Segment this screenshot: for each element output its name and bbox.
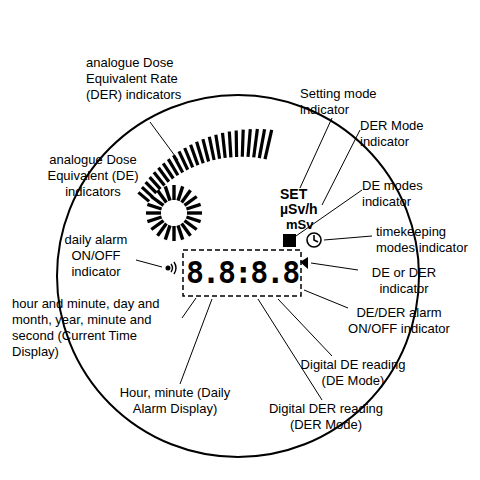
de-segment [147, 217, 161, 222]
der-segment [223, 133, 226, 158]
callout-label: Digital DE reading (DE Mode) [292, 357, 414, 389]
callout-label: hour and minute, day and month, year, mi… [12, 296, 184, 360]
unit-label: µSv/h [280, 202, 340, 217]
alarm-bell-icon [300, 257, 308, 269]
de-segment [185, 197, 197, 206]
der-segment [235, 130, 239, 157]
de-segment [186, 217, 200, 222]
daily-alarm-icon [166, 262, 176, 274]
der-segment [216, 135, 220, 159]
set-indicator: SET [280, 187, 330, 202]
callout-label: DE or DER indicator [354, 265, 454, 297]
callout-label: DE/DER alarm ON/OFF indicator [336, 305, 462, 337]
callout-label: Setting mode indicator [300, 86, 392, 118]
de-segment [147, 204, 161, 209]
de-segment [187, 211, 202, 214]
der-segment [241, 130, 245, 157]
de-segment [151, 221, 163, 230]
callout-label: DE modes indicator [362, 178, 442, 210]
der-segment [229, 132, 231, 158]
der-segment [203, 139, 209, 161]
de-segment [178, 225, 183, 239]
digit-readout: 8.8:8.8 [186, 253, 298, 293]
de-segment [172, 226, 175, 241]
de-segment [178, 186, 183, 200]
callout-label: Digital DER reading (DER Mode) [258, 401, 394, 433]
de-segment [158, 190, 167, 202]
digit-frame [183, 250, 301, 296]
de-segment [165, 186, 170, 200]
de-segment [182, 224, 191, 236]
callout-label: analogue Dose Equivalent Rate (DER) indi… [86, 55, 190, 103]
de-ring-graph [146, 185, 202, 241]
callout-label: timekeeping modes indicator [376, 224, 476, 256]
der-segment [197, 142, 204, 163]
der-segment [265, 130, 272, 159]
der-segment [259, 129, 264, 158]
clock-icon [307, 233, 321, 247]
der-segment [209, 137, 214, 160]
der-segment [248, 129, 250, 157]
callout-label: Hour, minute (Daily Alarm Display) [104, 385, 246, 417]
de-segment [186, 204, 200, 209]
display-outline [57, 95, 419, 457]
callout-label: daily alarm ON/OFF indicator [56, 232, 136, 280]
de-segment [172, 185, 175, 200]
de-segment [146, 211, 161, 214]
callout-label: analogue Dose Equivalent (DE) indicators [32, 152, 154, 200]
de-mode-square [283, 234, 296, 247]
der-segment [254, 129, 258, 157]
callout-label: DER Mode indicator [360, 118, 450, 150]
de-segment [165, 225, 170, 239]
unit-label: mSv [286, 217, 336, 232]
